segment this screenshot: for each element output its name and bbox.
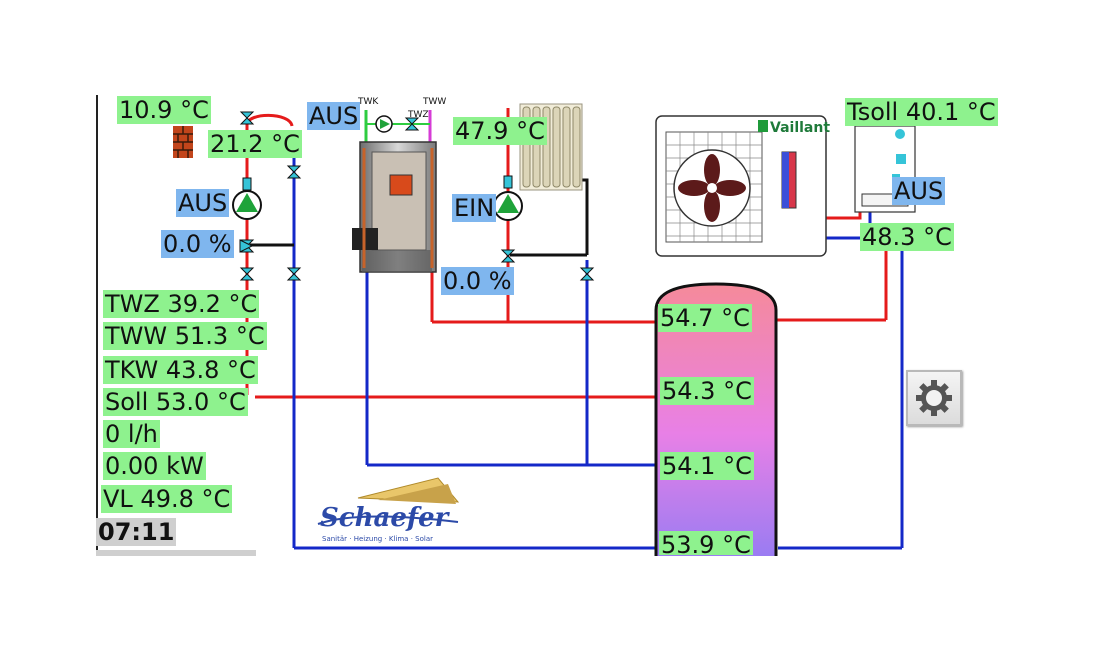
brand-badge-icon [758,120,768,132]
hot-water-tkw: TKW 43.8 °C [103,356,258,384]
date-display-clipped [96,550,256,556]
heating-circuit-2-temp: 47.9 °C [453,117,547,145]
heating-circuit-2-mixer-percent: 0.0 % [441,267,514,295]
hot-water-flow: 0 l/h [103,420,160,448]
heating-circuit-1-mixer-percent: 0.0 % [161,230,234,258]
sensor-icon [242,177,252,191]
fan-icon [673,149,751,227]
heat-pump-outdoor-unit: Vaillant [655,115,830,257]
pump-icon-hc1 [232,190,262,220]
brick-wall-icon [173,126,193,158]
twz-port-label: TWZ [407,110,429,120]
heat-pump-setpoint: Tsoll 40.1 °C [845,98,998,126]
boiler-state[interactable]: AUS [307,102,361,130]
heating-circuit-2-pump-state[interactable]: EIN [452,194,497,222]
twk-port-label: TWK [357,97,379,107]
pump-icon-twz [375,115,393,133]
gear-icon [916,380,952,416]
hot-water-twz: TWZ 39.2 °C [103,290,260,318]
mixer-valve-icon-hc2 [500,249,516,263]
hot-water-tww: TWW 51.3 °C [103,322,267,350]
settings-button[interactable] [906,370,962,426]
boiler-unit [352,141,437,273]
hot-water-power: 0.00 kW [103,452,206,480]
tank-temp-bottom: 53.9 °C [659,531,753,555]
heating-circuit-1-pump-state[interactable]: AUS [176,189,230,217]
heat-pump-state[interactable]: AUS [892,177,946,205]
hot-water-setpoint: Soll 53.0 °C [103,388,248,416]
tank-temp-top: 54.7 °C [658,304,752,332]
heating-circuit-1-flow-temp: 21.2 °C [208,130,302,158]
tww-port-label: TWW [422,97,446,107]
outdoor-temperature: 10.9 °C [117,96,211,124]
valve-icon [239,111,595,281]
hot-water-vl: VL 49.8 °C [101,485,233,513]
mixer-valve-icon-hc1 [239,239,255,253]
company-logo-tagline: Sanitär · Heizung · Klima · Solar [322,535,433,543]
clock-time: 07:11 [96,518,177,546]
heat-pump-brand: Vaillant [770,120,830,136]
sensor-icon [503,175,513,189]
company-logo: Schaefer Sanitär · Heizung · Klima · Sol… [317,477,460,543]
tank-temp-lower-middle: 54.1 °C [660,452,754,480]
heat-pump-outlet-temp: 48.3 °C [860,223,954,251]
storage-tank [654,282,778,556]
tank-temp-upper-middle: 54.3 °C [660,377,754,405]
company-logo-name: Schaefer [320,503,451,533]
pump-icon-hc2 [493,191,523,221]
